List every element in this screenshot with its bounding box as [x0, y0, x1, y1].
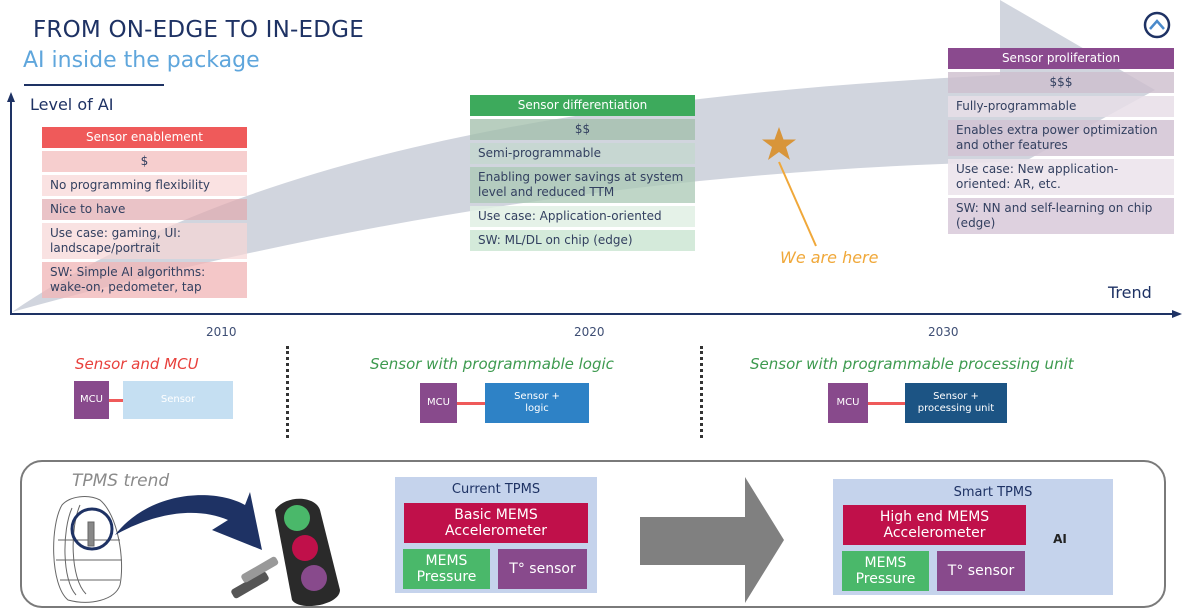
accelerometer-block: High end MEMS Accelerometer: [843, 505, 1026, 545]
curved-arrow-icon: [115, 492, 262, 550]
page-title: FROM ON-EDGE TO IN-EDGE: [33, 17, 364, 43]
tpms-trend-title: TPMS trend: [72, 471, 170, 491]
accelerometer-block: Basic MEMS Accelerometer: [404, 503, 588, 543]
sensor-block: Sensor + processing unit: [905, 383, 1007, 423]
pressure-block: MEMS Pressure: [842, 551, 929, 591]
stage-header: Sensor proliferation: [948, 48, 1174, 69]
sensor-block: Sensor + logic: [485, 383, 589, 423]
year-label-2020: 2020: [574, 325, 605, 339]
connection-line: [109, 399, 123, 402]
mcu-block: MCU: [74, 381, 109, 419]
smart-tpms-title: Smart TPMS: [953, 485, 1033, 500]
stage-row: Enables extra power optimization and oth…: [948, 120, 1174, 156]
stage-card-sensor-enablement: Sensor enablement $ No programming flexi…: [42, 127, 247, 298]
stage-cost: $$: [470, 119, 695, 140]
stage-row: Use case: New application-oriented: AR, …: [948, 159, 1174, 195]
divider-dotted: [286, 346, 289, 438]
y-axis-label: Level of AI: [30, 95, 114, 114]
stage-row: Use case: Application-oriented: [470, 206, 695, 227]
mcu-block: MCU: [828, 383, 868, 423]
ai-chip-label: AI: [1053, 532, 1067, 546]
sensor-dot-purple: [301, 565, 327, 591]
stage-card-sensor-differentiation: Sensor differentiation $$ Semi-programma…: [470, 95, 695, 251]
temperature-block: T° sensor: [498, 549, 587, 589]
stage-header: Sensor differentiation: [470, 95, 695, 116]
connection-line: [457, 402, 485, 405]
star-icon: [762, 127, 796, 160]
sensor-block: Sensor: [123, 381, 233, 419]
stage-row: SW: Simple AI algorithms: wake-on, pedom…: [42, 262, 247, 298]
stage-row: Enabling power savings at system level a…: [470, 167, 695, 203]
sensor-dot-red: [292, 535, 318, 561]
transition-arrow: [640, 477, 784, 603]
current-tpms-title: Current TPMS: [451, 482, 541, 497]
architecture-title: Sensor and MCU: [75, 355, 199, 373]
architecture-title: Sensor with programmable processing unit: [750, 355, 1074, 373]
stage-header: Sensor enablement: [42, 127, 247, 148]
pressure-block: MEMS Pressure: [403, 549, 490, 589]
divider-dotted: [700, 346, 703, 438]
stage-card-sensor-proliferation: Sensor proliferation $$$ Fully-programma…: [948, 48, 1174, 234]
x-axis-arrowhead: [1172, 310, 1182, 318]
stage-row: No programming flexibility: [42, 175, 247, 196]
connection-line: [868, 402, 905, 405]
page-subtitle: AI inside the package: [23, 48, 260, 73]
sensor-dot-green: [284, 505, 310, 531]
we-are-here-label: We are here: [780, 248, 879, 267]
temperature-block: T° sensor: [937, 551, 1025, 591]
stage-row: SW: NN and self-learning on chip (edge): [948, 198, 1174, 234]
tire-sensor-highlight-circle: [70, 507, 114, 551]
stage-row: Use case: gaming, UI: landscape/portrait: [42, 223, 247, 259]
chevron-up-circle-icon[interactable]: [1143, 11, 1171, 39]
stage-cost: $: [42, 151, 247, 172]
stage-row: Semi-programmable: [470, 143, 695, 164]
tpms-sensor-illustration: [231, 498, 340, 607]
tire-illustration: [53, 496, 123, 603]
mcu-block: MCU: [420, 383, 457, 423]
x-axis-label: Trend: [1108, 283, 1152, 302]
marker-pointer-line: [778, 161, 817, 247]
stage-row: Fully-programmable: [948, 96, 1174, 117]
y-axis-arrowhead: [7, 92, 15, 102]
stage-row: SW: ML/DL on chip (edge): [470, 230, 695, 251]
year-label-2030: 2030: [928, 325, 959, 339]
year-label-2010: 2010: [206, 325, 237, 339]
architecture-title: Sensor with programmable logic: [370, 355, 614, 373]
tpms-frame: [20, 460, 1166, 608]
stage-row: Nice to have: [42, 199, 247, 220]
stage-cost: $$$: [948, 72, 1174, 93]
